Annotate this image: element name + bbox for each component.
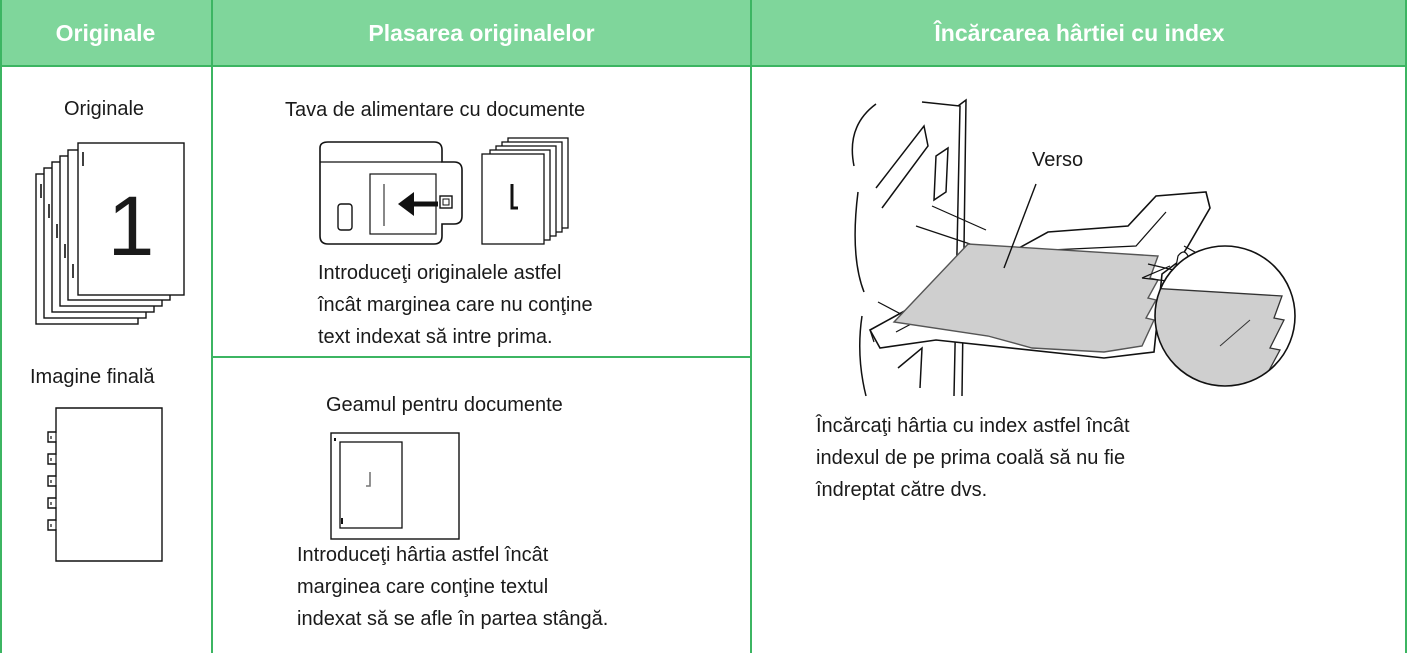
feeder-original-stack (481, 137, 569, 245)
original-page-number: 1 (107, 179, 155, 273)
header-originals: Originale (55, 20, 156, 46)
feeder-title: Tava de alimentare cu documente (285, 99, 586, 121)
document-feeder-illustration (319, 141, 463, 245)
index-instruction-line-2: indexul de pe prima coală să nu fie (816, 447, 1126, 469)
table-border-left (0, 0, 2, 653)
placement-row-divider (213, 356, 750, 358)
original-document-stack (35, 142, 185, 325)
header-placement: Plasarea originalelor (368, 20, 595, 46)
feeder-instruction-line-3: text indexat să intre prima. (318, 326, 553, 348)
header-cell-index-paper (752, 0, 1407, 66)
glass-instruction-line-1: Introduceţi hârtia astfel încât (297, 544, 549, 566)
glass-instruction-line-2: marginea care conţine textul (297, 576, 549, 598)
originals-label: Originale (64, 98, 145, 120)
column-divider-1 (211, 0, 213, 653)
final-tabbed-document (47, 407, 163, 562)
glass-instruction-line-3: indexat să se afle în partea stângă. (297, 608, 609, 630)
index-instruction-line-1: Încărcaţi hârtia cu index astfel încât (816, 415, 1130, 437)
header-divider (0, 65, 1407, 67)
table-border-right (1405, 0, 1407, 653)
index-instruction-line-3: îndreptat către dvs. (816, 479, 988, 501)
verso-label: Verso (1032, 149, 1084, 171)
column-divider-2 (750, 0, 752, 653)
index-tab-zoom-circle (1154, 245, 1296, 387)
final-image-label: Imagine finală (30, 366, 155, 388)
header-cell-originals (0, 0, 211, 66)
document-glass-illustration (330, 432, 460, 540)
feeder-instruction-line-1: Introduceţi originalele astfel (318, 262, 562, 284)
header-index-paper: Încărcarea hârtiei cu index (934, 20, 1225, 46)
feeder-instruction-line-2: încât marginea care nu conţine (318, 294, 593, 316)
glass-title: Geamul pentru documente (326, 394, 563, 416)
header-cell-placement (213, 0, 750, 66)
